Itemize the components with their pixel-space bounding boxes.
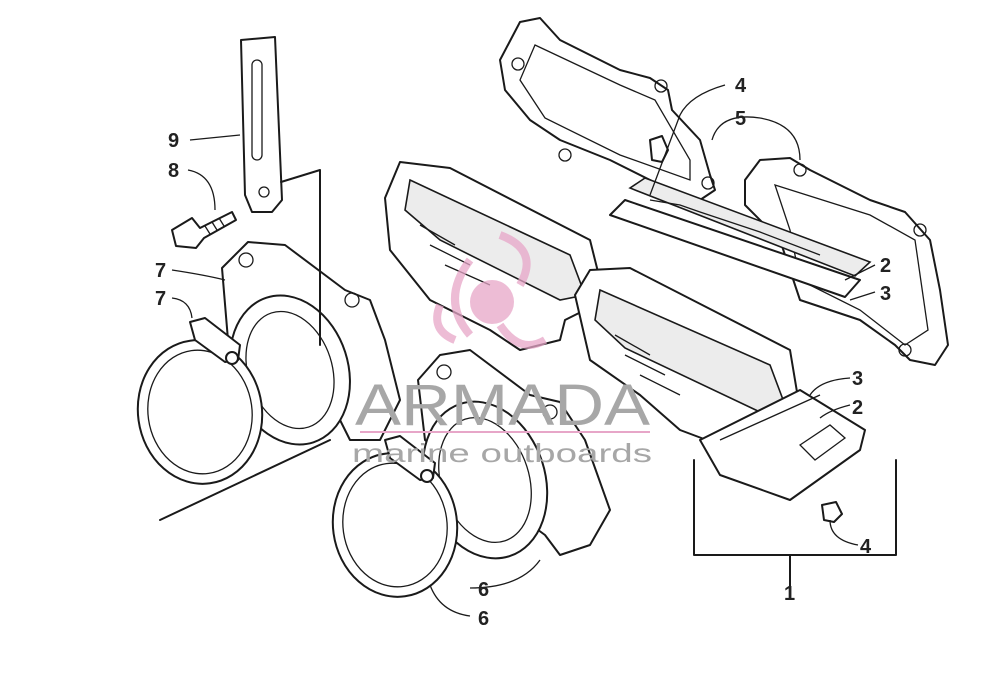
reference-lines xyxy=(159,169,897,591)
leader-lines xyxy=(171,84,876,617)
callout-4-upper: 4 xyxy=(735,75,747,97)
callout-1: 1 xyxy=(784,583,795,605)
callout-7-lower: 6 xyxy=(478,608,489,630)
reed-petal-plate-lower xyxy=(699,389,866,501)
reed-petal-plate-upper xyxy=(609,177,872,298)
callout-3-lower: 3 xyxy=(852,368,863,390)
callout-6-lower: 6 xyxy=(478,579,489,601)
reed-block-upper xyxy=(384,161,606,351)
watermark-tagline: marine outboards xyxy=(352,438,652,468)
watermark-brand: ARMADA xyxy=(355,373,650,438)
screw-lower xyxy=(821,501,843,523)
callout-2-lower: 2 xyxy=(852,397,863,419)
bracket-strap xyxy=(240,36,283,213)
callout-9: 9 xyxy=(168,130,179,152)
callout-7-upper: 7 xyxy=(155,288,166,310)
hose-clamp-upper xyxy=(136,317,264,485)
watermark-logo xyxy=(433,231,548,349)
callout-2-upper: 2 xyxy=(880,255,891,277)
bolt xyxy=(171,211,237,249)
callout-3-upper: 3 xyxy=(880,283,891,305)
callout-6-upper: 7 xyxy=(155,260,166,282)
gasket-upper xyxy=(499,17,716,201)
callout-5: 5 xyxy=(735,108,746,130)
callout-8: 8 xyxy=(168,160,179,182)
hose-clamp-lower xyxy=(331,435,459,598)
callout-4-lower: 4 xyxy=(860,536,872,558)
